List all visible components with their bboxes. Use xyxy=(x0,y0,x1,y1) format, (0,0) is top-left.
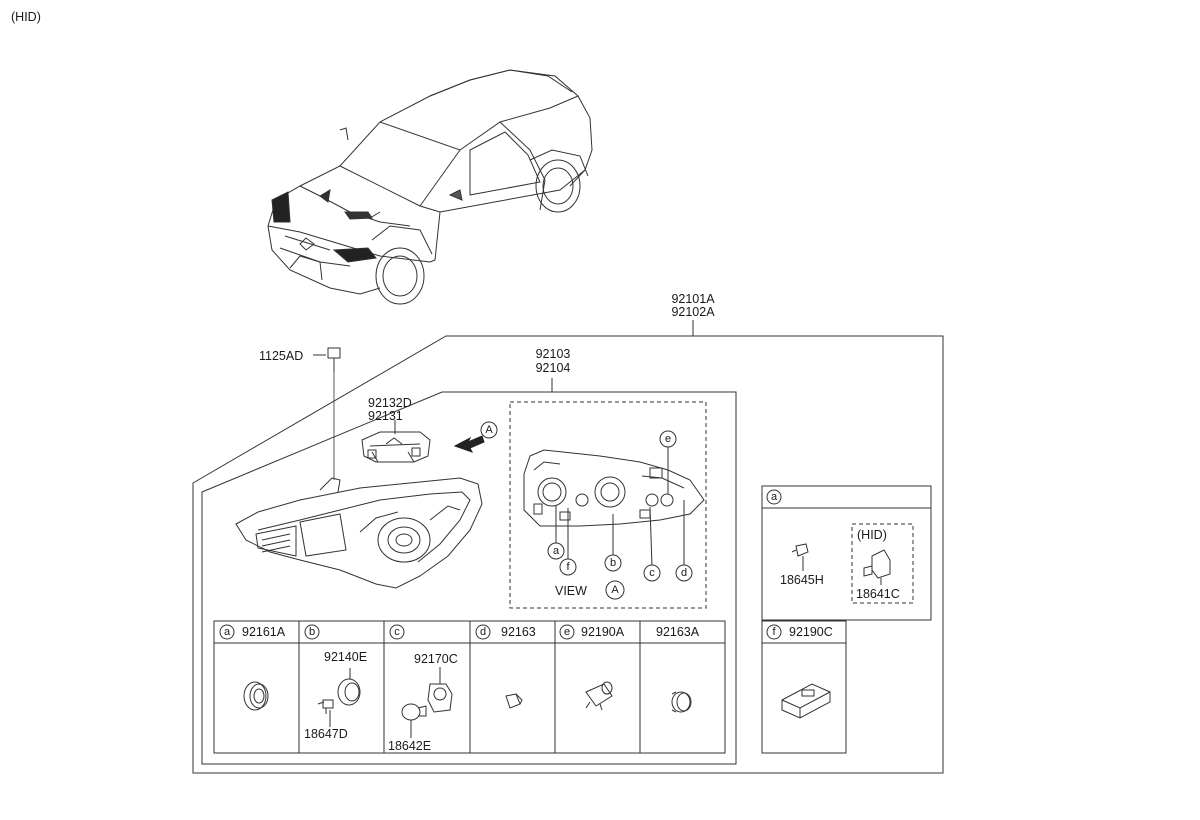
view-marker-d xyxy=(675,564,693,582)
housing-code-1: 92103 xyxy=(535,347,571,361)
assembly-code-2: 92102A xyxy=(671,305,715,319)
side-box-a-hid-label: (HID) xyxy=(857,528,887,542)
part-hid-bulb-18641c xyxy=(863,549,891,585)
part-socket-92190a xyxy=(585,681,613,711)
view-marker-c-label: c xyxy=(649,567,655,579)
view-markers xyxy=(547,430,693,600)
housing-code-2: 92104 xyxy=(535,361,571,375)
view-marker-f xyxy=(559,558,577,576)
side-box-f-code: 92190C xyxy=(789,625,833,639)
view-marker-a xyxy=(547,542,565,560)
side-box-a-frame xyxy=(761,485,932,621)
parts-table-grid xyxy=(213,620,726,754)
part-bulb-92170c xyxy=(401,667,453,738)
side-box-a-left-code: 18645H xyxy=(780,573,824,587)
table-subcode-b-1: 92140E xyxy=(324,650,368,664)
side-box-f-letter-circle xyxy=(766,624,782,640)
view-text: VIEW xyxy=(555,584,587,598)
table-letter-a: a xyxy=(223,626,231,638)
bracket-code-2: 92131 xyxy=(368,409,403,423)
variant-label: (HID) xyxy=(11,10,41,24)
table-letter-d: d xyxy=(479,626,487,638)
part-ballast-92190c xyxy=(781,683,831,719)
side-box-a-letter: a xyxy=(770,491,778,503)
bolt-1125ad xyxy=(313,347,341,480)
bolt-code: 1125AD xyxy=(259,349,304,363)
table-code-d: 92163 xyxy=(501,625,536,639)
view-marker-e xyxy=(659,430,677,448)
view-marker-e-label: e xyxy=(664,433,672,445)
bracket-part xyxy=(361,420,431,463)
view-letter-circle xyxy=(605,580,625,600)
part-ring-92161a xyxy=(243,681,269,711)
view-arrow-letter: A xyxy=(485,424,493,436)
view-marker-d-label: d xyxy=(680,567,688,579)
view-letter: A xyxy=(611,584,619,596)
table-letter-e: e xyxy=(563,626,571,638)
table-code-92163a: 92163A xyxy=(656,625,700,639)
side-box-f-frame xyxy=(761,620,847,754)
side-box-f-letter: f xyxy=(772,626,776,638)
assembly-frame xyxy=(192,320,944,774)
housing-frame xyxy=(201,378,737,765)
table-subcode-c-1: 92170C xyxy=(414,652,458,666)
side-box-a-hid-code: 18641C xyxy=(856,587,900,601)
table-code-a: 92161A xyxy=(242,625,286,639)
part-bulb-18645h xyxy=(791,543,809,571)
bracket-code-1: 92132D xyxy=(368,396,412,410)
view-arrow xyxy=(453,421,498,453)
view-panel xyxy=(509,401,707,609)
view-marker-b xyxy=(604,554,622,572)
side-box-a-letter-circle xyxy=(766,489,782,505)
view-marker-f-label: f xyxy=(566,561,570,573)
view-marker-b-label: b xyxy=(609,557,617,569)
parts-table-letter-circles xyxy=(219,624,575,640)
assembly-code-1: 92101A xyxy=(671,292,715,306)
view-marker-c xyxy=(643,564,661,582)
table-letter-b: b xyxy=(308,626,316,638)
table-subcode-c-2: 18642E xyxy=(388,739,432,753)
part-socket-92140e xyxy=(317,668,361,727)
part-cap-92163a xyxy=(671,691,692,713)
part-cap-92163 xyxy=(505,693,523,709)
car-illustration xyxy=(267,69,593,305)
table-code-e: 92190A xyxy=(581,625,625,639)
table-letter-c: c xyxy=(394,626,400,638)
view-marker-a-label: a xyxy=(552,545,560,557)
headlamp-assembly xyxy=(235,477,483,589)
table-subcode-b-2: 18647D xyxy=(304,727,348,741)
